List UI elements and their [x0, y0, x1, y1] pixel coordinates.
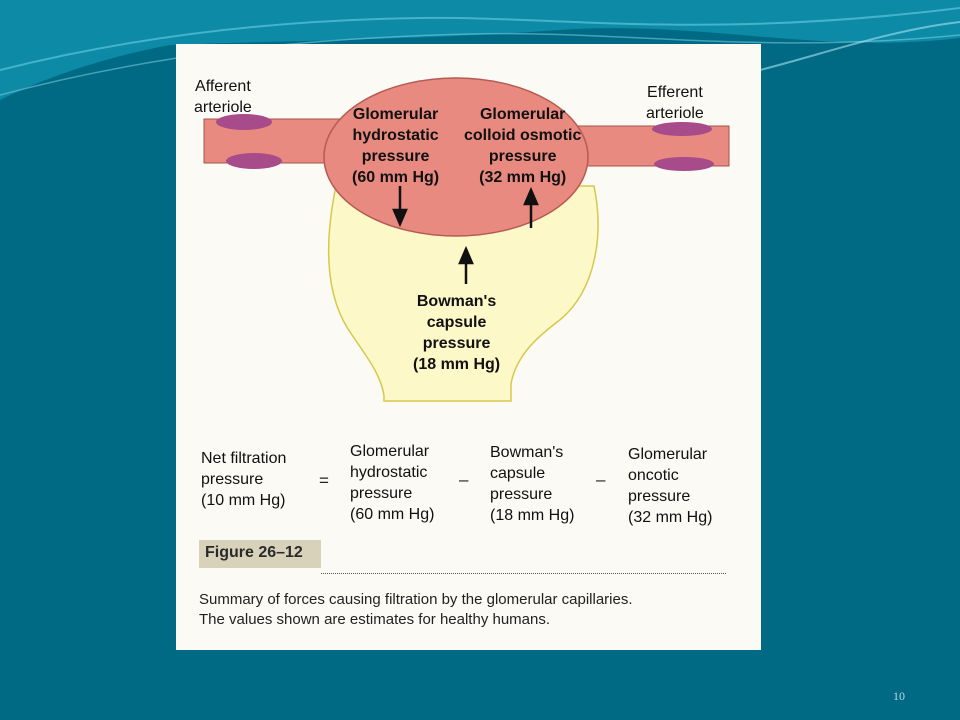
minus-sign-2: – [596, 470, 606, 489]
minus-sign-1: – [459, 470, 469, 489]
efferent-cell-top [652, 122, 712, 136]
caption-rule [321, 573, 726, 574]
colloid-arrow [523, 186, 539, 228]
bowman-arrow [458, 245, 474, 284]
equals-sign: = [319, 471, 329, 490]
glomerulus [323, 77, 589, 237]
slide-number: 10 [893, 689, 905, 703]
figure-tag: Figure 26–12 [199, 540, 321, 568]
efferent-cell-bottom [654, 157, 714, 171]
afferent-cell-top [216, 114, 272, 130]
bowmans-capsule [327, 185, 599, 402]
glomerulus-diagram [203, 77, 730, 402]
figure-caption: Summary of forces causing filtration by … [199, 591, 633, 628]
figure-tag-text: Figure 26–12 [205, 544, 303, 561]
afferent-cell-bottom [226, 153, 282, 169]
hydrostatic-arrow [392, 186, 408, 228]
